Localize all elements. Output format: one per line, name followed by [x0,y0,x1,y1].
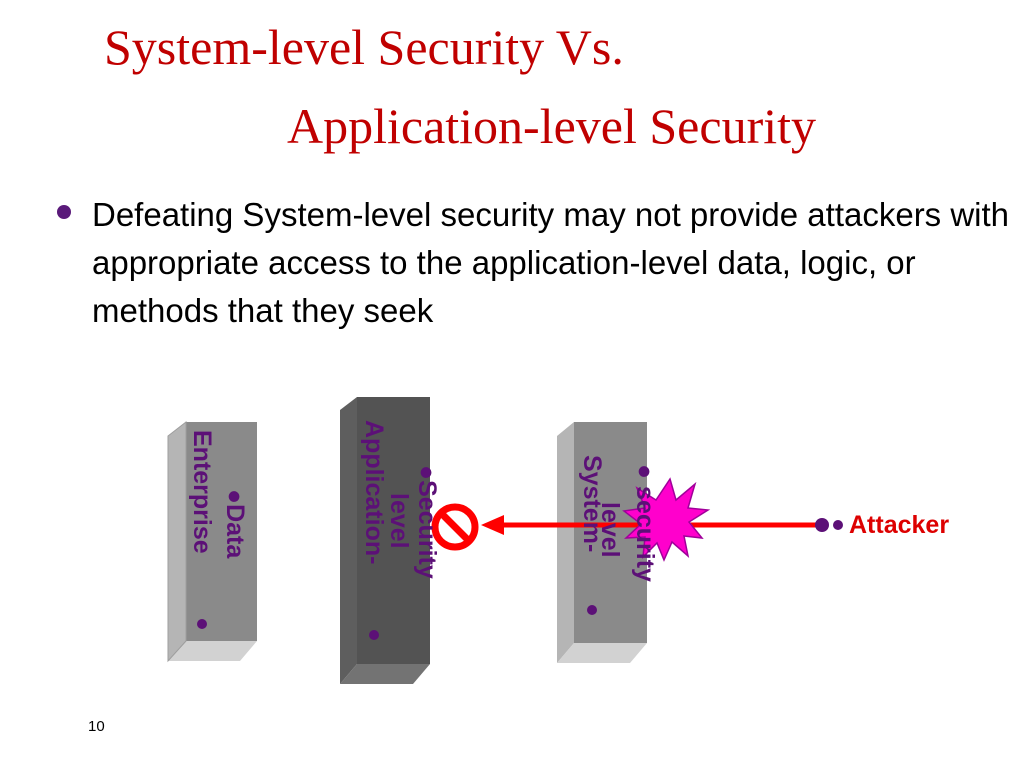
bullet-text: Defeating System-level security may not … [92,196,1010,329]
burst-icon [622,477,711,562]
enterprise-label-line-2: ●Data [221,489,249,559]
page-number: 10 [88,718,105,735]
enterprise-dot [197,619,207,629]
application-label-line-2: level [385,493,413,549]
system-label-line-2: level [596,502,624,558]
application-dot [369,630,379,640]
slide-title-line-2: Application-level Security [287,98,817,154]
attack-arrowhead [481,515,504,535]
application-label-line-3: ●Security [413,465,441,579]
application-label-line-1: Application- [360,420,388,565]
no-entry-icon [431,503,479,551]
system-security-block [557,422,647,663]
application-security-block [340,397,430,684]
bullet-icon [57,205,71,219]
system-label-line-3: ● security [631,464,659,582]
enterprise-data-block [167,420,257,663]
attacker-label: Attacker [849,511,950,539]
attacker-dot-small [833,520,843,530]
system-dot [587,605,597,615]
attacker-dot-large [815,518,829,532]
enterprise-label-line-1: Enterprise [188,430,216,554]
slide-title-line-1: System-level Security Vs. [104,19,624,75]
